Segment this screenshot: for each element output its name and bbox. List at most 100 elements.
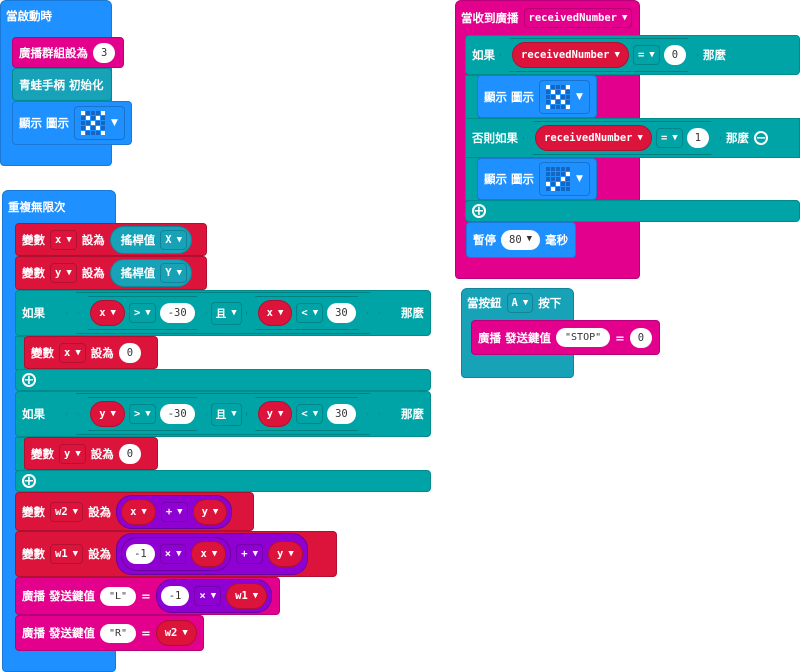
compare-gt[interactable]: y▼>▼-30 [78,397,206,431]
key-string-input[interactable]: "L" [100,586,137,606]
send-value-R-block[interactable]: 廣播 發送鍵值 "R" = w2▼ [15,615,204,651]
operator-dropdown[interactable]: >▼ [129,303,156,323]
arithmetic-block[interactable]: -1 ×▼ w1▼ [155,579,273,613]
variable-reporter[interactable]: x▼ [258,300,293,326]
axis-dropdown[interactable]: X▼ [160,229,187,250]
number-input[interactable]: 0 [118,443,142,464]
if-received-block[interactable]: 如果 receivedNumber▼=▼0 那麼 [465,35,800,75]
compare-lt[interactable]: x▼<▼30 [246,296,368,330]
number-input[interactable]: -1 [126,544,155,564]
show-icon-block[interactable]: 顯示 圖示 ▼ [477,75,597,118]
pause-block[interactable]: 暫停 80▼ 毫秒 [466,222,576,258]
number-input[interactable]: -1 [160,586,190,606]
variable-reporter[interactable]: receivedNumber▼ [512,42,629,68]
show-icon-block[interactable]: 顯示 圖示 ▼ [477,158,597,200]
received-var-dropdown[interactable]: receivedNumber▼ [523,8,633,28]
variable-reporter[interactable]: x▼ [90,300,125,326]
operator-dropdown[interactable]: =▼ [633,45,660,65]
math-op-dropdown[interactable]: +▼ [160,501,188,522]
logic-op-dropdown[interactable]: 且▼ [211,302,242,325]
variable-reporter[interactable]: w1▼ [226,583,268,609]
arithmetic-block[interactable]: -1 ×▼ x▼ [121,537,232,571]
logic-op-dropdown[interactable]: 且▼ [211,403,242,426]
variable-dropdown[interactable]: x▼ [59,342,86,363]
variable-reporter[interactable]: w2▼ [155,620,197,646]
number-input[interactable]: 0 [118,342,142,363]
add-else-icon[interactable]: + [22,372,36,388]
set-to-label: 設為 [81,232,105,247]
led-pixel [546,104,551,109]
math-op-dropdown[interactable]: ×▼ [159,544,187,564]
compare-eq[interactable]: receivedNumber▼=▼0 [500,38,698,72]
if-block-x[interactable]: 如果 x▼>▼-30 且▼ x▼<▼30 那麼 [15,290,431,336]
variable-reporter[interactable]: y▼ [267,541,303,567]
icon-picker-dropdown[interactable]: ▼ [539,79,590,114]
math-op-dropdown[interactable]: +▼ [236,544,263,564]
key-string-input[interactable]: "R" [100,623,137,643]
number-input[interactable]: 30 [327,303,356,323]
led-pixel [546,89,551,94]
variable-reporter[interactable]: y▼ [192,498,228,525]
set-w1-block[interactable]: 變數 w1▼ 設為 -1 ×▼ x▼ +▼ y▼ [15,531,337,577]
number-input[interactable]: 0 [664,45,686,65]
variable-dropdown[interactable]: y▼ [59,443,86,464]
number-input[interactable]: 30 [327,404,356,424]
led-pixel [91,131,96,135]
compare-eq[interactable]: receivedNumber▼=▼1 [523,121,721,155]
compare-gt[interactable]: x▼>▼-30 [78,296,206,330]
number-input[interactable]: 1 [687,128,709,148]
and-condition[interactable]: x▼>▼-30 且▼ x▼<▼30 [66,292,380,334]
math-op-dropdown[interactable]: ×▼ [194,586,222,606]
axis-dropdown[interactable]: Y▼ [160,263,187,283]
operator-dropdown[interactable]: <▼ [296,303,323,323]
led-pixel [551,187,556,191]
send-stop-block[interactable]: 廣播 發送鍵值 "STOP" = 0 [471,320,660,355]
equals-label: = [141,626,151,640]
set-y-zero-block[interactable]: 變數 y▼ 設為 0 [24,437,158,470]
icon-picker-dropdown[interactable]: ▼ [74,106,125,140]
remove-else-if-icon[interactable]: − [754,130,769,146]
arithmetic-block[interactable]: -1 ×▼ x▼ +▼ y▼ [116,533,308,575]
variable-reporter[interactable]: y▼ [258,401,293,427]
and-condition[interactable]: y▼>▼-30 且▼ y▼<▼30 [66,393,380,435]
arithmetic-block[interactable]: x▼ +▼ y▼ [116,494,233,529]
else-if-row[interactable]: 否則如果 receivedNumber▼=▼1 那麼 − [465,118,800,158]
key-string-input[interactable]: "STOP" [556,328,611,347]
pause-dropdown[interactable]: 80▼ [501,230,541,250]
variable-reporter[interactable]: x▼ [191,541,227,567]
if-block-y[interactable]: 如果 y▼>▼-30 且▼ y▼<▼30 那麼 [15,391,431,437]
operator: × [164,548,172,560]
variable-dropdown[interactable]: w2▼ [50,501,84,522]
operator: × [199,590,206,602]
variable-dropdown[interactable]: w1▼ [50,544,84,564]
show-icon-block[interactable]: 顯示 圖示 ▼ [12,101,132,145]
operator-dropdown[interactable]: =▼ [656,128,683,148]
variable-reporter[interactable]: x▼ [121,498,156,525]
compare-lt[interactable]: y▼<▼30 [246,397,368,431]
variable-reporter[interactable]: receivedNumber▼ [535,125,652,151]
add-else-icon[interactable]: + [472,203,486,219]
add-else-icon[interactable]: + [22,473,36,489]
set-w2-block[interactable]: 變數 w2▼ 設為 x▼ +▼ y▼ [15,492,254,531]
set-radio-group-block[interactable]: 廣播群組設為 3 [12,37,124,68]
set-x-zero-block[interactable]: 變數 x▼ 設為 0 [24,336,158,369]
number-input[interactable]: 0 [629,327,653,348]
number-input[interactable]: -30 [160,404,195,424]
icon-picker-dropdown[interactable]: ▼ [539,162,590,196]
variable-dropdown[interactable]: y▼ [50,263,77,283]
button-dropdown[interactable]: A▼ [506,293,534,313]
set-group-label: 廣播群組設為 [19,45,88,60]
send-value-L-block[interactable]: 廣播 發送鍵值 "L" = -1 ×▼ w1▼ [15,577,280,615]
number-input[interactable]: -30 [160,303,195,323]
operator-dropdown[interactable]: <▼ [296,404,323,424]
variable-dropdown[interactable]: x▼ [50,229,77,250]
gamepad-init-block[interactable]: 青蛙手柄 初始化 [12,68,112,101]
group-number-input[interactable]: 3 [93,42,116,63]
operator-dropdown[interactable]: >▼ [129,404,156,424]
variable-reporter[interactable]: y▼ [90,401,125,427]
chevron-down-icon: ▼ [75,448,81,459]
